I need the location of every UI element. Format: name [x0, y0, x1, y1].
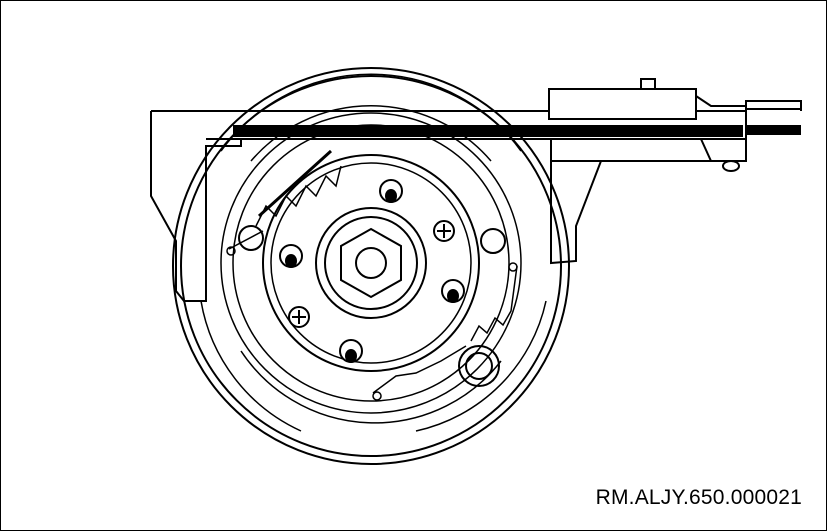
caliper-gauge [150, 78, 802, 302]
brake-shoes [220, 105, 522, 424]
screws [288, 220, 455, 328]
hub-center [315, 207, 427, 319]
stud-holes [285, 189, 459, 363]
backing-plate [172, 67, 570, 465]
figure-reference-code: RM.ALJY.650.000021 [595, 486, 802, 509]
pivot-pins [238, 225, 506, 254]
hub-flange [262, 154, 480, 372]
adjuster-wheel [458, 345, 500, 387]
return-springs [226, 149, 518, 401]
